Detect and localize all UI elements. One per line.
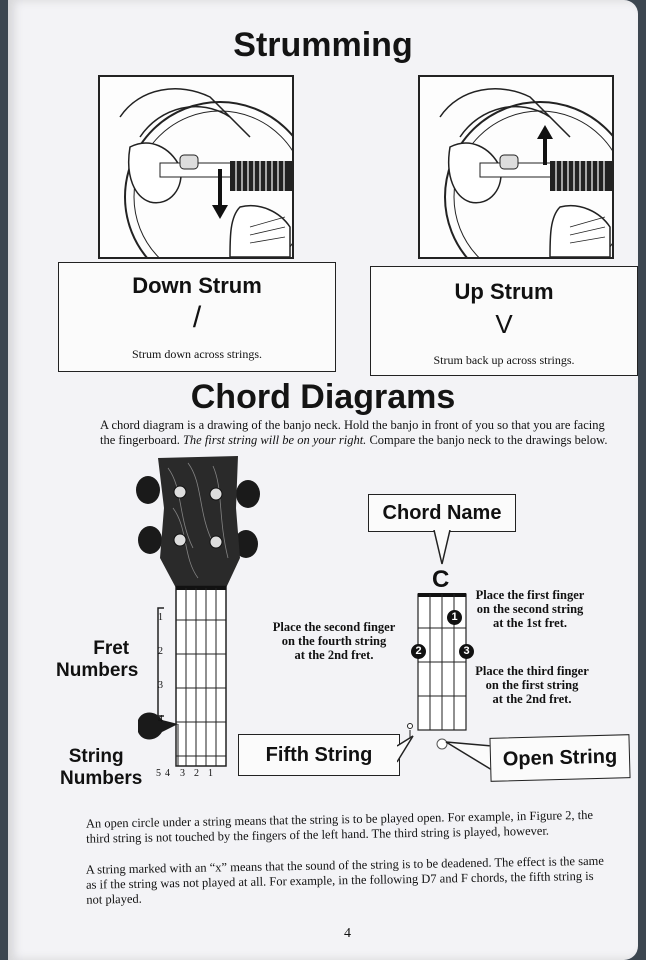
c-chord-diagram bbox=[407, 593, 467, 750]
banjo-hand-drawing bbox=[439, 88, 612, 257]
fret-lines bbox=[176, 619, 226, 757]
intro-line: A chord diagram is a drawing of the banj… bbox=[100, 418, 605, 432]
down-strum-symbol: / bbox=[192, 301, 202, 334]
fret-number: 4 bbox=[158, 714, 163, 725]
chord-name-callout: Chord Name bbox=[368, 494, 516, 532]
up-strum-caption: Strum back up across strings. bbox=[433, 353, 575, 367]
callout-pointer bbox=[445, 741, 493, 771]
tuning-peg bbox=[138, 526, 162, 554]
tuning-peg bbox=[136, 476, 160, 504]
intro-text: Compare the banjo neck to the drawings b… bbox=[366, 433, 608, 447]
string-number: 2 bbox=[194, 768, 199, 779]
second-finger-note: Place the second finger on the fourth st… bbox=[264, 620, 404, 662]
intro-emphasis: The first string will be on your right. bbox=[182, 433, 367, 447]
open-circle-paragraph: An open circle under a string means that… bbox=[86, 807, 626, 846]
label-line: Fret bbox=[93, 638, 130, 659]
note-line: at the 2nd fret. bbox=[294, 648, 374, 662]
down-strum-caption: Strum down across strings. bbox=[132, 347, 262, 361]
note-line: on the fourth string bbox=[281, 634, 387, 648]
tuning-peg bbox=[236, 480, 260, 508]
finger-3-dot: 3 bbox=[459, 644, 474, 659]
down-strum-box: Down Strum / Strum down across strings. bbox=[58, 262, 336, 372]
note-line: at the 2nd fret. bbox=[492, 692, 572, 706]
fret-number: 3 bbox=[158, 680, 163, 691]
note-line: Place the first finger bbox=[475, 588, 585, 602]
note-line: at the 1st fret. bbox=[492, 616, 568, 630]
label-line: String bbox=[68, 746, 124, 767]
string-number: 3 bbox=[180, 768, 185, 779]
down-strum-illustration bbox=[98, 75, 294, 259]
finger-1-dot: 1 bbox=[447, 610, 462, 625]
fifth-string-callout: Fifth String bbox=[238, 734, 400, 776]
fifth-string-peg bbox=[138, 712, 178, 740]
callout-pointer bbox=[433, 530, 451, 565]
chord-diagrams-heading: Chord Diagrams bbox=[190, 378, 456, 416]
x-string-paragraph: A string marked with an “x” means that t… bbox=[86, 853, 627, 907]
note-line: Place the third finger bbox=[475, 664, 589, 678]
up-strum-illustration bbox=[418, 75, 614, 259]
down-strum-title: Down Strum bbox=[132, 273, 262, 298]
third-finger-note: Place the third finger on the first stri… bbox=[470, 664, 594, 706]
fret-number: 2 bbox=[158, 646, 163, 657]
label-line: Numbers bbox=[60, 768, 143, 789]
string-number: 5 bbox=[156, 768, 161, 779]
note-line: Place the second finger bbox=[272, 620, 396, 634]
fret-number: 1 bbox=[158, 612, 163, 623]
banjo-neck-drawing bbox=[136, 456, 260, 767]
intro-paragraph: A chord diagram is a drawing of the banj… bbox=[100, 418, 620, 448]
page-number: 4 bbox=[344, 926, 351, 941]
up-strum-symbol: V bbox=[495, 309, 513, 339]
headstock bbox=[158, 456, 240, 588]
tuning-peg bbox=[234, 530, 258, 558]
chord-letter: C bbox=[432, 566, 450, 593]
string-lines bbox=[177, 588, 217, 766]
intro-text: the fingerboard. bbox=[100, 433, 183, 447]
note-line: on the second string bbox=[476, 602, 584, 616]
string-number: 1 bbox=[208, 768, 213, 779]
open-string-callout: Open String bbox=[489, 734, 631, 782]
strumming-heading: Strumming bbox=[233, 26, 413, 64]
book-page: Strumming bbox=[8, 0, 638, 960]
fingerboard bbox=[175, 585, 227, 767]
intro-line: the fingerboard. The first string will b… bbox=[100, 433, 620, 448]
callout-pointer bbox=[397, 735, 414, 763]
banjo-hand-drawing bbox=[119, 88, 292, 257]
up-strum-box: Up Strum V Strum back up across strings. bbox=[370, 266, 638, 376]
finger-2-dot: 2 bbox=[411, 644, 426, 659]
string-number: 4 bbox=[165, 768, 170, 779]
string-numbers-label: String Numbers bbox=[60, 746, 142, 790]
up-strum-title: Up Strum bbox=[454, 279, 554, 304]
note-line: on the first string bbox=[485, 678, 579, 692]
first-finger-note: Place the first finger on the second str… bbox=[470, 588, 590, 630]
fret-numbers-label: Fret Numbers bbox=[56, 638, 138, 682]
label-line: Numbers bbox=[56, 660, 139, 681]
